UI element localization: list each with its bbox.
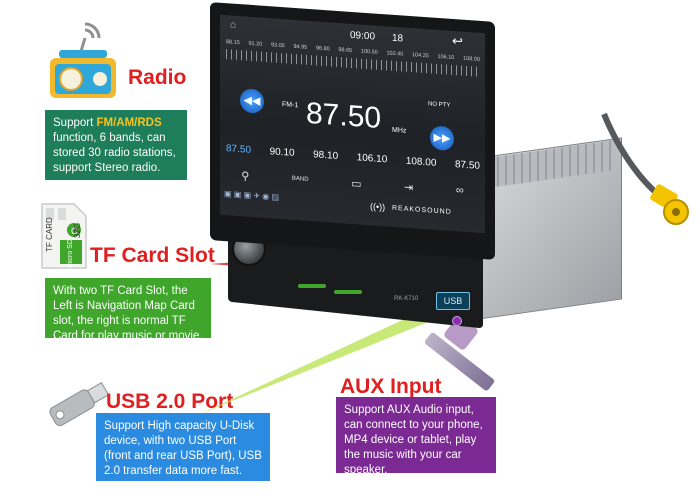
scale-value: 108.00	[463, 55, 480, 63]
frequency-display: 87.50	[306, 96, 382, 135]
tf-card-description: With two TF Card Slot, the Left is Navig…	[45, 278, 211, 342]
rds-label: NO PTY	[428, 101, 451, 109]
app-icons-row: ▣ ▣ ▣ ✈ ◉ ▤	[224, 189, 280, 202]
usb-pointer-beam	[200, 296, 460, 416]
scale-value: 93.05	[270, 42, 285, 50]
preset-station[interactable]: 98.10	[313, 149, 339, 162]
scale-value: 106.10	[437, 53, 455, 62]
stereo-icon[interactable]: ∞	[455, 184, 464, 197]
usb-description: Support High capacity U-Disk device, wit…	[96, 413, 270, 481]
aux-title: AUX Input	[340, 375, 442, 398]
radio-signal-icon[interactable]: ((•))	[370, 201, 386, 213]
seek-back-button[interactable]: ◀◀	[240, 88, 264, 114]
seek-icon[interactable]: ⇥	[404, 181, 414, 194]
frequency-unit: MHz	[392, 126, 407, 135]
aux-description: Support AUX Audio input, can connect to …	[336, 397, 496, 476]
band-label: FM-1	[282, 101, 299, 110]
back-icon[interactable]: ↩	[452, 32, 463, 49]
svg-text:C: C	[71, 226, 78, 236]
model-label: RK-K710	[394, 296, 419, 302]
scale-value: 104.25	[412, 52, 429, 60]
search-icon[interactable]: ⚲	[241, 169, 250, 183]
home-icon[interactable]: ⌂	[230, 19, 237, 31]
seek-forward-button[interactable]: ▶▶	[430, 125, 454, 152]
usb-stick-icon	[38, 372, 118, 432]
scale-value: 96.80	[315, 45, 330, 53]
scale-value: 91.20	[248, 40, 263, 48]
status-signal: 18	[392, 32, 404, 45]
save-icon[interactable]: ▭	[351, 177, 362, 191]
radio-desc-prefix: Support	[53, 117, 97, 129]
preset-station[interactable]: 87.50	[454, 159, 480, 172]
usb-port[interactable]: USB	[436, 292, 470, 310]
tf-card-capacity: 32G	[73, 222, 83, 239]
preset-station[interactable]: 87.50	[226, 143, 252, 156]
status-time: 09:00	[350, 29, 376, 43]
radio-icon	[45, 20, 120, 100]
usb-port-label: USB	[443, 296, 463, 306]
frequency-scale: 88.15 91.20 93.05 94.95 96.80 98.65 100.…	[226, 39, 480, 85]
band-button[interactable]: BAND	[291, 175, 309, 183]
brand-label: REAKOSOUND	[392, 204, 452, 216]
radio-description: Support FM/AM/RDS function, 6 bands, can…	[45, 110, 187, 180]
aux-jack[interactable]	[452, 316, 462, 326]
scale-value: 88.15	[226, 39, 240, 47]
radio-desc-rest: function, 6 bands, can stored 30 radio s…	[53, 132, 176, 174]
rca-cable	[598, 108, 698, 238]
radio-title: Radio	[128, 66, 187, 89]
preset-station[interactable]: 90.10	[269, 146, 295, 159]
tf-card-title: TF Card Slot	[90, 244, 215, 267]
scale-value: 94.95	[293, 43, 308, 51]
preset-station[interactable]: 106.10	[356, 152, 388, 166]
tf-slot-right	[334, 290, 362, 294]
preset-station[interactable]: 108.00	[405, 155, 437, 169]
tf-card-brand: micro SD	[66, 239, 74, 268]
radio-screen: ⌂ 09:00 18 ↩ 88.15 91.20 93.05 94.95 96.…	[220, 14, 485, 234]
usb-title: USB 2.0 Port	[106, 390, 234, 413]
scale-value: 102.40	[386, 50, 404, 58]
tf-card-icon: C	[38, 200, 90, 272]
scale-value: 98.65	[338, 47, 353, 54]
radio-desc-highlight: FM/AM/RDS	[96, 117, 162, 129]
tf-slot-left	[298, 284, 326, 288]
tf-card-label: TF CARD	[44, 217, 54, 252]
scale-value: 100.50	[360, 48, 378, 56]
